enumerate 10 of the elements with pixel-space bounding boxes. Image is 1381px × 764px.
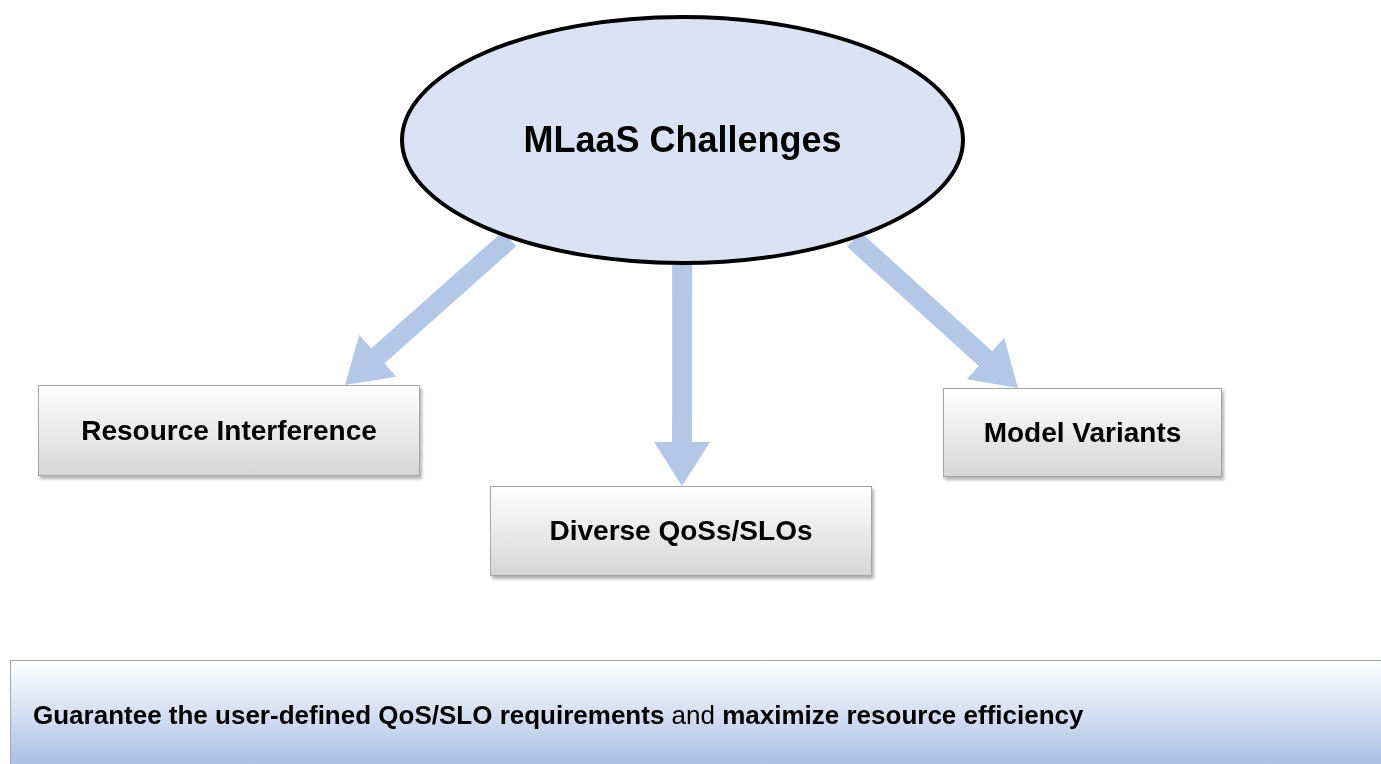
node-label: Resource Interference bbox=[81, 414, 377, 447]
node-label: MLaaS Challenges bbox=[523, 119, 842, 161]
goal-statement: Guarantee the user-defined QoS/SLO requirements and maximize resource efficiency bbox=[33, 699, 1084, 731]
challenge-box bbox=[490, 486, 872, 576]
block-arrow bbox=[654, 265, 710, 486]
node-label: Diverse QoSs/SLOs bbox=[549, 515, 813, 547]
node-label: Model Variants bbox=[983, 416, 1182, 449]
goal-banner bbox=[10, 660, 1381, 764]
challenge-box bbox=[943, 388, 1222, 477]
challenge-box bbox=[38, 385, 420, 476]
